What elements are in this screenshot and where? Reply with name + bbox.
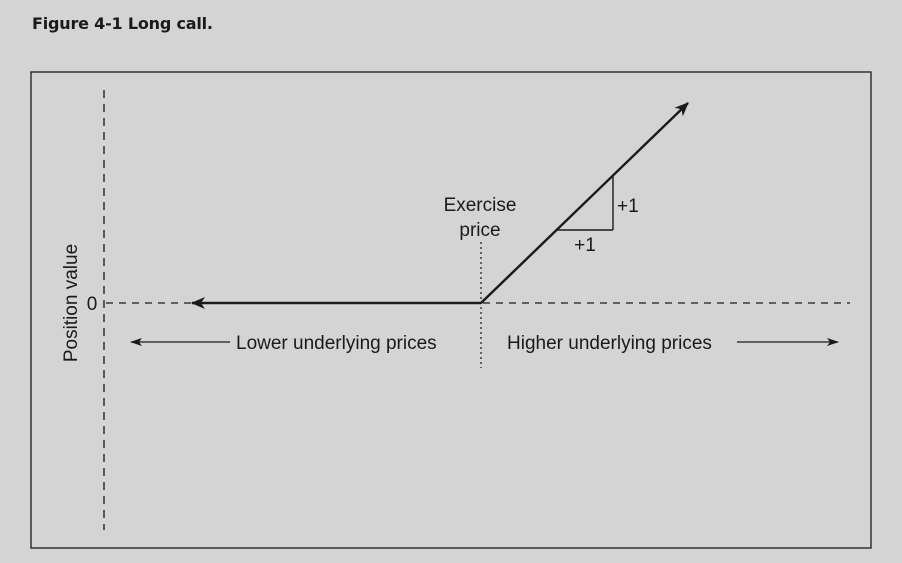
slope-run-label: +1 <box>574 235 596 256</box>
lower-prices-label: Lower underlying prices <box>236 333 437 354</box>
figure-caption: Figure 4-1 Long call. <box>32 14 213 33</box>
zero-label: 0 <box>87 294 98 315</box>
slope-rise-label: +1 <box>617 196 639 217</box>
y-axis-label: Position value <box>61 244 82 362</box>
exercise-price-label-line2: price <box>459 220 500 241</box>
higher-prices-label: Higher underlying prices <box>507 333 712 354</box>
payoff-rising-segment <box>480 102 689 304</box>
diagram-frame <box>30 71 872 549</box>
exercise-price-label-line1: Exercise <box>444 195 517 216</box>
